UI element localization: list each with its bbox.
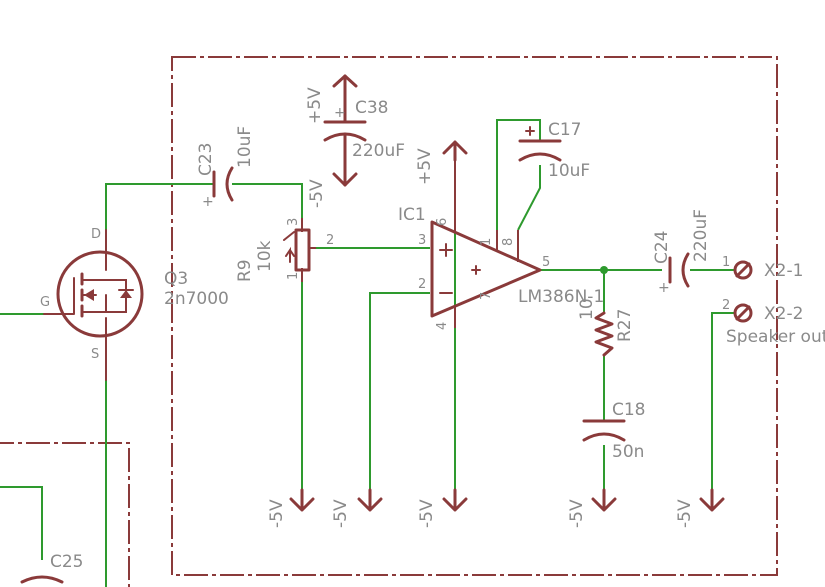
resistor-r27: 10 R27 (577, 298, 635, 357)
connector-x2: 1 2 X2-1 X2-2 Speaker out (722, 255, 825, 347)
c18-value: 50n (612, 442, 644, 462)
ground-symbol: -5V (417, 488, 468, 528)
lower-left-frame (0, 442, 130, 587)
ic1-pin1: 1 (479, 238, 494, 246)
potentiometer-r9: 3 2 1 R9 10k (235, 218, 334, 282)
module-frame (171, 56, 778, 576)
c24-name: C24 (652, 230, 672, 264)
r27-value: 10 (577, 298, 597, 320)
ic1-pin5: 5 (542, 255, 550, 270)
r9-name: R9 (235, 259, 255, 282)
ground-symbol: -5V (331, 488, 383, 528)
r9-pin2: 2 (326, 233, 334, 248)
c24-plus-mark: + (658, 280, 670, 296)
ic1-pin7: 7 (479, 292, 494, 300)
q3-drain-label: D (91, 227, 101, 242)
x2-pin2-label: X2-2 (764, 304, 803, 324)
capacitor-c23: + C23 10uF -5V (196, 126, 327, 210)
opamp-ic1: IC1 LM386N-1 +5V 3 2 5 6 4 1 8 7 (398, 140, 604, 330)
ground-label: -5V (567, 499, 587, 528)
ground-symbol: -5V (567, 488, 617, 528)
c23-net-label: -5V (307, 179, 327, 208)
ic1-part: LM386N-1 (518, 287, 604, 307)
ic1-name: IC1 (398, 205, 426, 225)
ground-symbols: -5V -5V -5V -5V -5V (267, 488, 725, 528)
capacitor-c18: C18 50n (582, 400, 646, 462)
r27-name: R27 (615, 309, 635, 342)
c38-plus-mark: + (334, 105, 346, 121)
c38-value: 220uF (352, 141, 405, 161)
capacitor-c17: C17 10uF (518, 120, 590, 181)
q3-part: 2n7000 (164, 289, 229, 309)
ground-label: -5V (675, 499, 695, 528)
ic1-pin8: 8 (501, 238, 516, 246)
ground-symbol: -5V (675, 488, 725, 528)
ic1-pin2: 2 (418, 277, 426, 292)
mosfet-q3: D G S Q3 2n7000 (40, 227, 229, 381)
ground-label: -5V (331, 499, 351, 528)
c23-value: 10uF (235, 126, 255, 168)
x2-caption: Speaker out (726, 327, 825, 347)
ground-label: -5V (267, 499, 287, 528)
ic1-pin6: 6 (435, 218, 450, 226)
capacitor-c24: + C24 220uF (652, 209, 711, 296)
x2-pin2-number: 2 (722, 298, 730, 313)
q3-name: Q3 (164, 269, 188, 289)
ground-label: -5V (417, 499, 437, 528)
q3-source-label: S (91, 347, 99, 362)
ic1-pin4: 4 (435, 322, 450, 330)
capacitor-c38: C38 220uF +5V + (305, 74, 405, 187)
r9-value: 10k (255, 240, 275, 272)
capacitor-c25: C25 (20, 552, 84, 584)
c17-name: C17 (548, 120, 582, 140)
r9-pin3: 3 (286, 218, 301, 226)
c18-name: C18 (612, 400, 646, 420)
ic1-supply: +5V (415, 148, 435, 185)
c38-name: C38 (355, 98, 389, 118)
ground-symbol: -5V (267, 488, 315, 528)
c17-value: 10uF (548, 161, 590, 181)
x2-pin1-number: 1 (722, 255, 730, 270)
c38-supply-label: +5V (305, 87, 325, 124)
ic1-pin3: 3 (418, 233, 426, 248)
c23-name: C23 (196, 142, 216, 176)
c23-plus-mark: + (202, 194, 214, 210)
wires (0, 119, 735, 587)
c25-name: C25 (50, 552, 84, 572)
c24-value: 220uF (691, 209, 711, 262)
r9-pin1: 1 (286, 272, 301, 280)
q3-gate-label: G (40, 295, 50, 310)
x2-pin1-label: X2-1 (764, 261, 803, 281)
